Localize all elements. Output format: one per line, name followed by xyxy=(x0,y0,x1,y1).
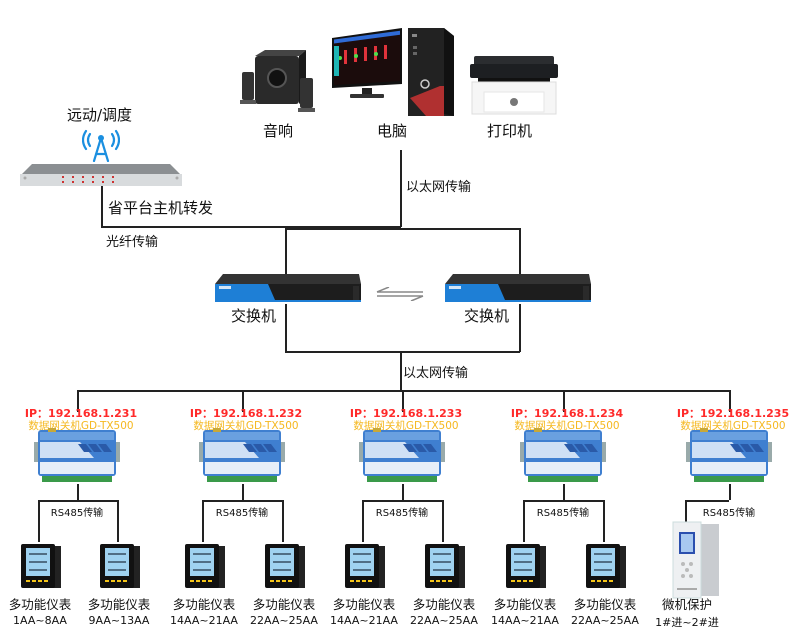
protection-range: 1#进~2#进 xyxy=(655,616,719,629)
gateway-ip-label: IP：192.168.1.235 xyxy=(676,407,790,420)
meter-range: 14AA~21AA xyxy=(330,614,398,627)
gateway-ip-label: IP：192.168.1.233 xyxy=(349,407,463,420)
multifunction-meter xyxy=(19,542,63,592)
protection-label: 微机保护 xyxy=(661,597,713,612)
meter-range: 22AA~25AA xyxy=(250,614,318,627)
pc-tower-icon xyxy=(408,28,454,116)
pc-ethernet-line xyxy=(400,150,402,227)
trunk-line xyxy=(400,351,402,391)
rs485-drop-left xyxy=(523,500,525,542)
fiber-line-horizontal xyxy=(101,226,401,228)
rs485-drop-left xyxy=(362,500,364,542)
rs485-bus xyxy=(202,500,282,502)
gateway-rs485-drop xyxy=(729,484,731,500)
host-forward-label: 省平台主机转发 xyxy=(108,199,214,217)
gateway-bus xyxy=(77,390,730,392)
multifunction-meter xyxy=(504,542,548,592)
gateway-rs485-drop xyxy=(242,484,244,500)
multifunction-meter xyxy=(98,542,142,592)
meter-range: 14AA~21AA xyxy=(491,614,559,627)
dispatch-title: 远动/调度 xyxy=(67,106,133,124)
rs485-label: RS485传输 xyxy=(50,508,104,519)
rs485-drop-left xyxy=(202,500,204,542)
multifunction-meter xyxy=(584,542,628,592)
meter-label: 多功能仪表 xyxy=(252,597,316,612)
switch-bottom-bus xyxy=(285,351,520,353)
rs485-bus xyxy=(362,500,442,502)
rs485-label: RS485传输 xyxy=(215,508,269,519)
dispatch-rack-unit xyxy=(20,164,182,186)
multifunction-meter xyxy=(343,542,387,592)
protection-relay xyxy=(671,520,721,600)
fiber-line-vertical xyxy=(101,186,103,227)
rs485-drop-left xyxy=(38,500,40,542)
gateway-device xyxy=(686,428,772,484)
gateway-rs485-drop xyxy=(402,484,404,500)
meter-label: 多功能仪表 xyxy=(493,597,557,612)
meter-range: 9AA~13AA xyxy=(88,614,150,627)
gateway-device xyxy=(520,428,606,484)
fiber-label: 光纤传输 xyxy=(106,235,159,250)
rs485-label: RS485传输 xyxy=(536,508,590,519)
rs485-label: RS485传输 xyxy=(702,508,756,519)
gateway-drop-line xyxy=(402,390,404,412)
gateway-device xyxy=(34,428,120,484)
meter-range: 14AA~21AA xyxy=(170,614,238,627)
meter-label: 多功能仪表 xyxy=(332,597,396,612)
printer-icon xyxy=(470,56,558,115)
meter-label: 多功能仪表 xyxy=(412,597,476,612)
gateway-device xyxy=(359,428,445,484)
ethernet-top-label: 以太网传输 xyxy=(406,180,472,195)
rs485-drop-left xyxy=(685,500,687,522)
gateway-ip-label: IP：192.168.1.231 xyxy=(24,407,138,420)
meter-label: 多功能仪表 xyxy=(573,597,637,612)
rs485-label: RS485传输 xyxy=(375,508,429,519)
rs485-drop-right xyxy=(442,500,444,542)
switch-right-top-drop xyxy=(519,228,521,278)
printer-label: 打印机 xyxy=(487,122,533,140)
rs485-bus xyxy=(38,500,117,502)
gateway-drop-line xyxy=(242,390,244,412)
monitor-icon xyxy=(332,28,402,98)
rs485-drop-right xyxy=(603,500,605,542)
speaker-icon xyxy=(240,50,315,112)
ethernet-bottom-label: 以太网传输 xyxy=(403,366,469,381)
switch-right xyxy=(445,274,591,302)
switch-left-top-drop xyxy=(285,228,287,278)
meter-label: 多功能仪表 xyxy=(172,597,236,612)
switch-left xyxy=(215,274,361,302)
meter-label: 多功能仪表 xyxy=(87,597,151,612)
gateway-ip-label: IP：192.168.1.234 xyxy=(510,407,624,420)
gateway-device xyxy=(199,428,285,484)
gateway-drop-line xyxy=(563,390,565,412)
gateway-rs485-drop xyxy=(563,484,565,500)
meter-range: 22AA~25AA xyxy=(571,614,639,627)
meter-range: 1AA~8AA xyxy=(13,614,67,627)
multifunction-meter xyxy=(423,542,467,592)
meter-range: 22AA~25AA xyxy=(410,614,478,627)
switch-left-label: 交换机 xyxy=(231,307,277,325)
rs485-bus xyxy=(523,500,603,502)
rs485-drop-right xyxy=(117,500,119,542)
multifunction-meter xyxy=(263,542,307,592)
switch-left-bottom-drop xyxy=(285,304,287,352)
computer-label: 电脑 xyxy=(377,122,408,140)
speaker-label: 音响 xyxy=(263,122,294,140)
rs485-drop-right xyxy=(282,500,284,542)
gateway-drop-line xyxy=(77,390,79,412)
switch-right-bottom-drop xyxy=(519,304,521,352)
gateway-rs485-drop xyxy=(77,484,79,500)
gateway-ip-label: IP：192.168.1.232 xyxy=(189,407,303,420)
switch-top-bus xyxy=(285,228,520,230)
rs485-bus xyxy=(685,500,729,502)
antenna-icon xyxy=(82,129,120,162)
gateway-drop-line xyxy=(729,390,731,412)
bidirectional-arrows-icon xyxy=(376,287,424,301)
multifunction-meter xyxy=(183,542,227,592)
switch-right-label: 交换机 xyxy=(464,307,510,325)
meter-label: 多功能仪表 xyxy=(8,597,72,612)
